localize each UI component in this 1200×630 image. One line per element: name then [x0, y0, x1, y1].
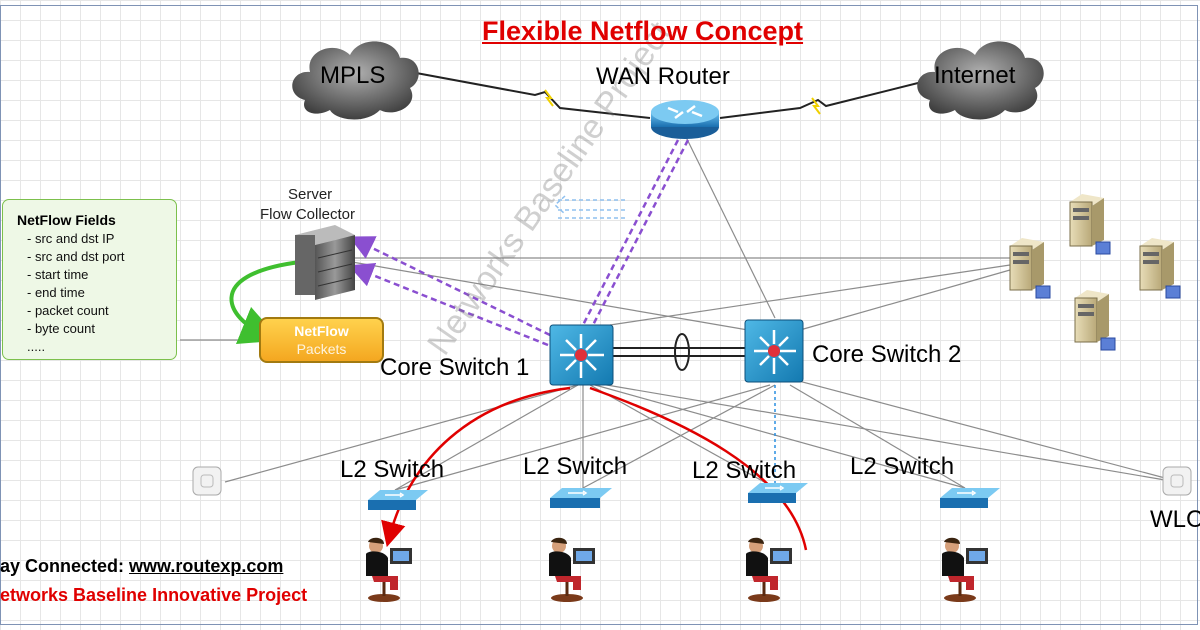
l2-switch-1-icon [368, 490, 428, 510]
l2-switch-4-icon [940, 488, 1000, 508]
netflow-fields-heading: NetFlow Fields [17, 212, 116, 228]
core-switch-1-icon [549, 324, 614, 386]
page-title: Flexible Netflow Concept [482, 16, 804, 46]
mpls-cloud-icon [292, 41, 419, 120]
wan-router-icon [651, 100, 719, 139]
l2-switch-2-icon [550, 488, 612, 508]
netflow-field-item: - start time [27, 267, 89, 282]
footer-stay-connected: ay Connected: www.routexp.com [0, 556, 283, 577]
direction-hint-arrow [553, 195, 625, 219]
core-switch-1-label: Core Switch 1 [380, 354, 530, 381]
netflow-fields-panel: NetFlow Fields - src and dst IP - src an… [2, 199, 177, 360]
l2-switch-3-label: L2 Switch [692, 457, 797, 484]
collector-label-line2: Flow Collector [260, 206, 356, 223]
mpls-label: MPLS [320, 62, 386, 89]
wan-router-label: WAN Router [596, 63, 730, 90]
user-workstation-icon [746, 537, 792, 602]
wan-links [399, 69, 931, 119]
flow-collector-server-icon [295, 225, 355, 300]
collector-label-line1: Server [288, 186, 333, 203]
netflow-packets-label-line2: Packets [296, 341, 347, 357]
netflow-field-item: - end time [27, 285, 85, 300]
l2-switch-1-label: L2 Switch [340, 456, 445, 483]
netflow-field-item: - byte count [27, 321, 95, 336]
netflow-packets-label-line1: NetFlow [294, 323, 349, 339]
netflow-field-item: - packet count [27, 303, 109, 318]
access-point-icon [192, 466, 222, 496]
netflow-field-item: - src and dst port [27, 249, 125, 264]
user-workstation-icon [942, 537, 988, 602]
wlc-label: WLC [1150, 506, 1200, 533]
netflow-packets-box: NetFlow Packets [259, 317, 384, 363]
users [366, 537, 988, 602]
wlc-icon [1162, 466, 1192, 496]
footer-project: etworks Baseline Innovative Project [0, 585, 308, 605]
core-switch-2-icon [744, 319, 804, 383]
core-switch-2-label: Core Switch 2 [812, 341, 962, 368]
diagram-frame [0, 5, 1198, 625]
port-channel [612, 333, 745, 371]
l2-switch-2-label: L2 Switch [523, 453, 628, 480]
internet-cloud-icon [917, 41, 1044, 120]
user-workstation-icon [549, 537, 595, 602]
l2-switch-4-label: L2 Switch [850, 453, 955, 480]
netflow-field-item: ..... [27, 339, 46, 354]
netflow-field-item: - src and dst IP [27, 231, 115, 246]
footer-prefix: ay Connected: [0, 556, 130, 576]
footer-link[interactable]: www.routexp.com [129, 556, 284, 576]
server-farm-icon [1009, 194, 1181, 351]
l2-switch-3-icon [748, 483, 808, 503]
lan-links [180, 134, 1166, 491]
export-arrow [229, 260, 301, 344]
netflow-export-paths [348, 139, 690, 347]
user-workstation-icon [366, 537, 412, 602]
internet-label: Internet [934, 62, 1016, 89]
